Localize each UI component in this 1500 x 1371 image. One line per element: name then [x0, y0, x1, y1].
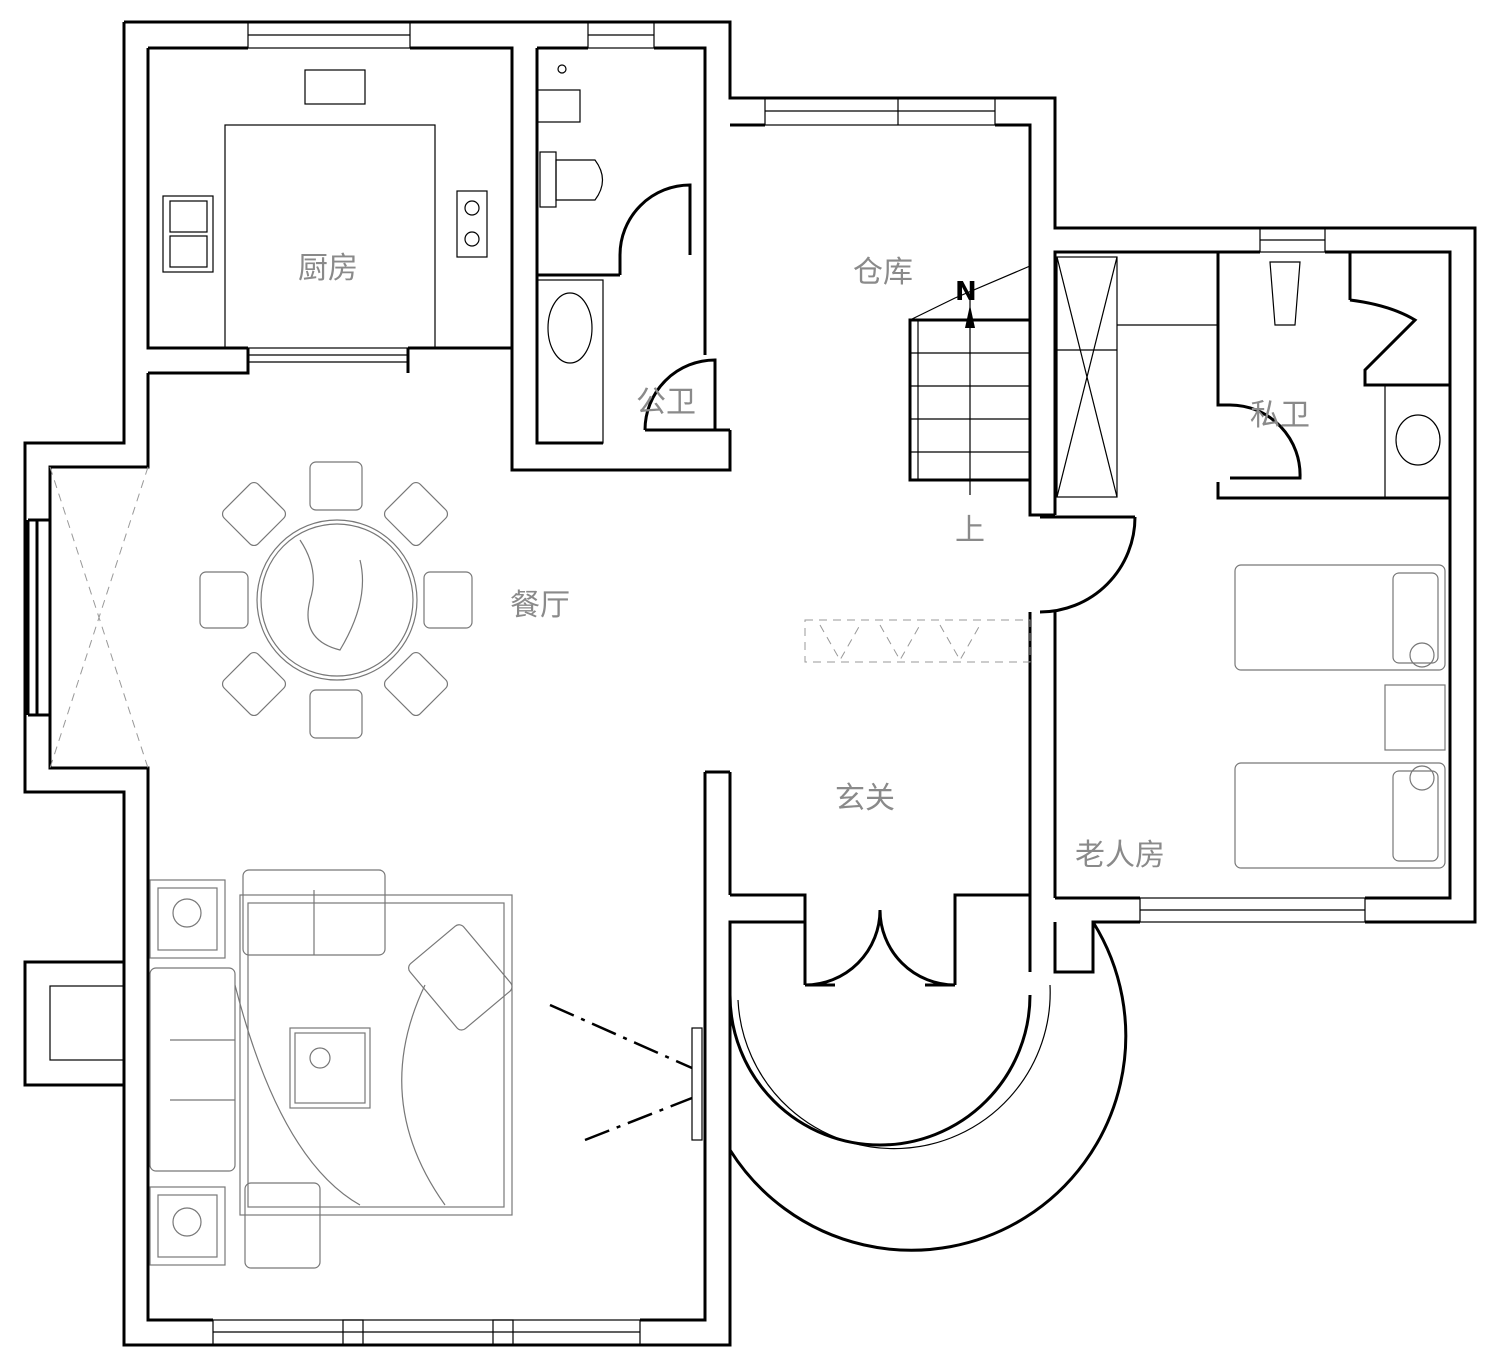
dining: 餐厅: [49, 461, 570, 769]
foyer: 玄关: [728, 515, 1137, 1252]
north-label: N: [955, 277, 977, 307]
room-label-private-bath: 私卫: [1250, 398, 1310, 433]
windows: [212, 21, 1366, 1346]
room-label-dining: 餐厅: [510, 588, 570, 623]
public-bath: 公卫: [535, 46, 730, 445]
room-label-kitchen: 厨房: [298, 251, 358, 286]
storage-and-stair: 仓库 N 上: [804, 255, 1032, 663]
room-label-public-bath: 公卫: [636, 385, 696, 420]
room-label-storage: 仓库: [853, 255, 913, 290]
room-label-foyer: 玄关: [835, 781, 895, 816]
kitchen: 厨房: [162, 69, 488, 363]
elder-room: 私卫 老人房: [1056, 252, 1450, 873]
living-room: [149, 869, 693, 1269]
stair-up-label: 上: [955, 513, 985, 548]
room-label-elder-room: 老人房: [1075, 838, 1165, 873]
dining-chairs: [199, 461, 473, 739]
exterior-walls: [23, 20, 1477, 1347]
